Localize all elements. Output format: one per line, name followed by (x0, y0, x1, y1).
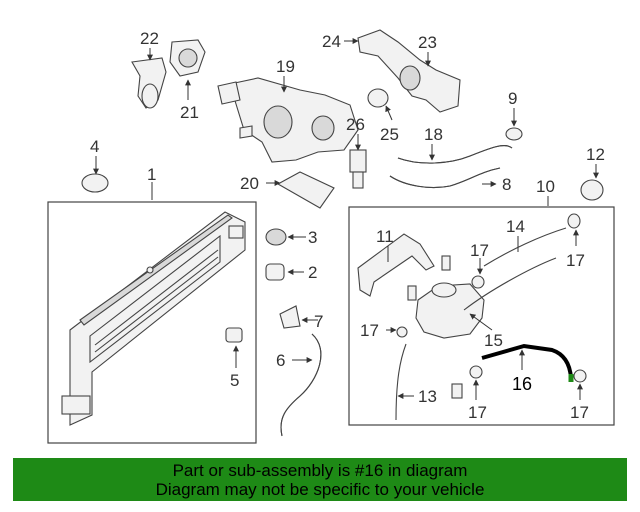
callout-9: 9 (508, 89, 517, 108)
radiator-group-box (47, 201, 257, 444)
callout-26: 26 (346, 115, 365, 134)
reservoir-bracket (357, 233, 435, 297)
callout-20: 20 (240, 174, 259, 193)
hose-8 (389, 167, 501, 189)
callout-3: 3 (308, 228, 317, 247)
callout-17-d: 17 (468, 403, 487, 422)
clamp-7 (279, 305, 301, 329)
thermostat (169, 39, 206, 77)
fitting-17 (471, 275, 485, 289)
callout-13: 13 (418, 387, 437, 406)
hose-15 (463, 257, 557, 311)
fitting-17 (573, 369, 587, 383)
radiator-cap (81, 173, 109, 193)
callout-14: 14 (506, 217, 525, 236)
highlighted-hose-16 (481, 343, 573, 379)
info-banner: Part or sub-assembly is #16 in diagram D… (13, 458, 627, 501)
callout-16: 16 (512, 374, 532, 394)
parts-diagram: 1 2 3 4 5 6 7 8 9 10 11 12 13 14 15 16 1… (47, 29, 615, 444)
coolant-reservoir (415, 283, 485, 339)
water-inlet-pipe (357, 29, 461, 113)
bolt (407, 285, 417, 301)
callout-12: 12 (586, 145, 605, 164)
drain-plug (225, 327, 243, 343)
banner-line-2: Diagram may not be specific to your vehi… (155, 480, 485, 499)
callout-22: 22 (140, 29, 159, 48)
callout-17-b: 17 (470, 241, 489, 260)
callout-11: 11 (376, 227, 394, 246)
callout-24: 24 (322, 32, 341, 51)
hose-14 (483, 227, 567, 267)
mount-grommet-3 (265, 228, 287, 246)
callout-15: 15 (484, 331, 503, 350)
callout-19: 19 (276, 57, 295, 76)
callout-25: 25 (380, 125, 399, 144)
reservoir-group-box (348, 206, 615, 426)
gasket-plate (276, 171, 335, 209)
radiator (61, 211, 246, 426)
callout-4: 4 (90, 137, 99, 156)
hose-13 (395, 343, 407, 421)
callout-10: 10 (536, 177, 555, 196)
mount-bushing-2 (265, 263, 285, 281)
banner-line-1: Part or sub-assembly is #16 in diagram (172, 461, 468, 480)
callout-17-a: 17 (566, 251, 585, 270)
callout-17-e: 17 (570, 403, 589, 422)
thermostat-housing (131, 57, 167, 109)
callout-21: 21 (180, 103, 199, 122)
hose-18-inner (397, 145, 513, 164)
fitting-17 (396, 326, 408, 338)
o-ring (367, 88, 389, 108)
fitting-17 (567, 213, 581, 229)
callout-18: 18 (424, 125, 443, 144)
callout-7: 7 (314, 312, 323, 331)
callout-5: 5 (230, 371, 239, 390)
callout-23: 23 (418, 33, 437, 52)
reservoir-neck (431, 282, 457, 298)
lower-hose-fill (280, 333, 322, 437)
lower-hose-outline (280, 333, 322, 437)
water-outlet-housing (217, 77, 359, 163)
reservoir-cap (580, 179, 604, 201)
clip (451, 383, 463, 399)
callout-6: 6 (276, 351, 285, 370)
temperature-sensor (349, 149, 367, 189)
fitting-17 (469, 365, 483, 379)
bolt (441, 255, 451, 271)
hose-8-inner (389, 167, 501, 189)
callout-8: 8 (502, 175, 511, 194)
callout-2: 2 (308, 263, 317, 282)
callout-17-c: 17 (360, 321, 379, 340)
clamp-9 (505, 127, 523, 141)
callout-1: 1 (147, 165, 156, 184)
